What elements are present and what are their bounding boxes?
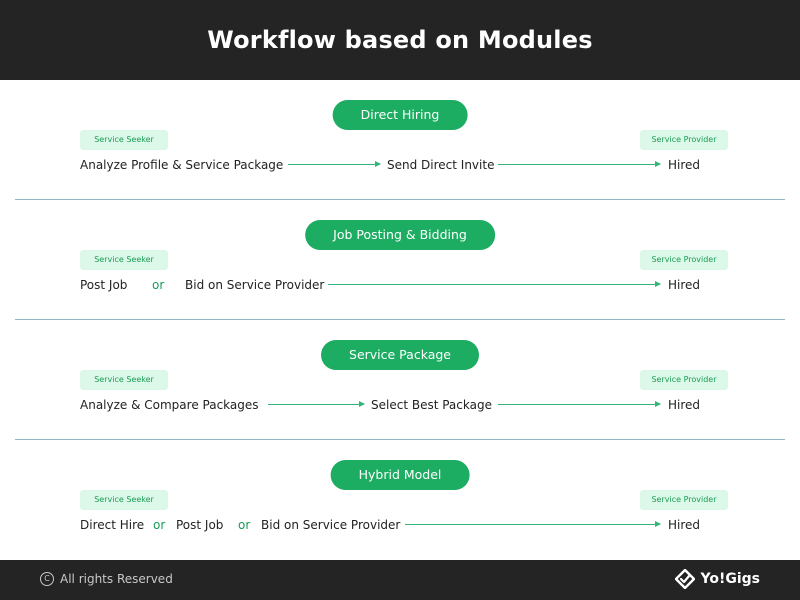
module-hybrid-model: Hybrid Model Service Seeker Service Prov… [0,440,800,560]
flow-arrow [328,281,661,287]
step-bid-on-provider: Bid on Service Provider [185,278,325,292]
flow-arrow [405,521,661,527]
copyright-icon: C [40,572,54,586]
module-title-pill: Service Package [321,340,479,370]
step-hired: Hired [668,518,701,532]
service-seeker-tag: Service Seeker [80,130,168,150]
step-hired: Hired [668,278,701,292]
copyright-text: All rights Reserved [60,572,173,586]
step-analyze-profile: Analyze Profile & Service Package [80,158,284,172]
module-title-pill: Job Posting & Bidding [305,220,495,250]
service-provider-tag: Service Provider [640,490,728,510]
step-select-best-package: Select Best Package [371,398,492,412]
step-hired: Hired [668,158,701,172]
step-post-job: Post Job [176,518,224,532]
header-bar: Workflow based on Modules [0,0,800,80]
flow-arrow [268,401,365,407]
section-divider [15,199,785,200]
module-title-pill: Direct Hiring [332,100,468,130]
flow-arrow [498,161,661,167]
yogigs-logo-icon [674,569,695,589]
or-separator: or [238,518,251,532]
service-seeker-tag: Service Seeker [80,370,168,390]
step-post-job: Post Job [80,278,128,292]
section-divider [15,439,785,440]
module-direct-hiring: Direct Hiring Service Seeker Service Pro… [0,80,800,200]
module-title-pill: Hybrid Model [330,460,470,490]
service-seeker-tag: Service Seeker [80,490,168,510]
brand-name: Yo!Gigs [700,571,761,587]
flow-arrow [288,161,381,167]
step-direct-hire: Direct Hire [80,518,145,532]
step-bid-on-provider: Bid on Service Provider [261,518,401,532]
copyright: C All rights Reserved [40,572,173,586]
service-provider-tag: Service Provider [640,250,728,270]
step-hired: Hired [668,398,701,412]
or-separator: or [152,278,165,292]
service-seeker-tag: Service Seeker [80,250,168,270]
step-analyze-compare: Analyze & Compare Packages [80,398,259,412]
brand-logo: Yo!Gigs [674,569,761,589]
module-service-package: Service Package Service Seeker Service P… [0,320,800,440]
service-provider-tag: Service Provider [640,130,728,150]
or-separator: or [153,518,166,532]
flow-arrow [498,401,661,407]
module-job-posting-bidding: Job Posting & Bidding Service Seeker Ser… [0,200,800,320]
step-send-direct-invite: Send Direct Invite [387,158,495,172]
section-divider [15,319,785,320]
footer-bar: C All rights Reserved Yo!Gigs [0,560,800,600]
service-provider-tag: Service Provider [640,370,728,390]
page-title: Workflow based on Modules [207,26,593,54]
